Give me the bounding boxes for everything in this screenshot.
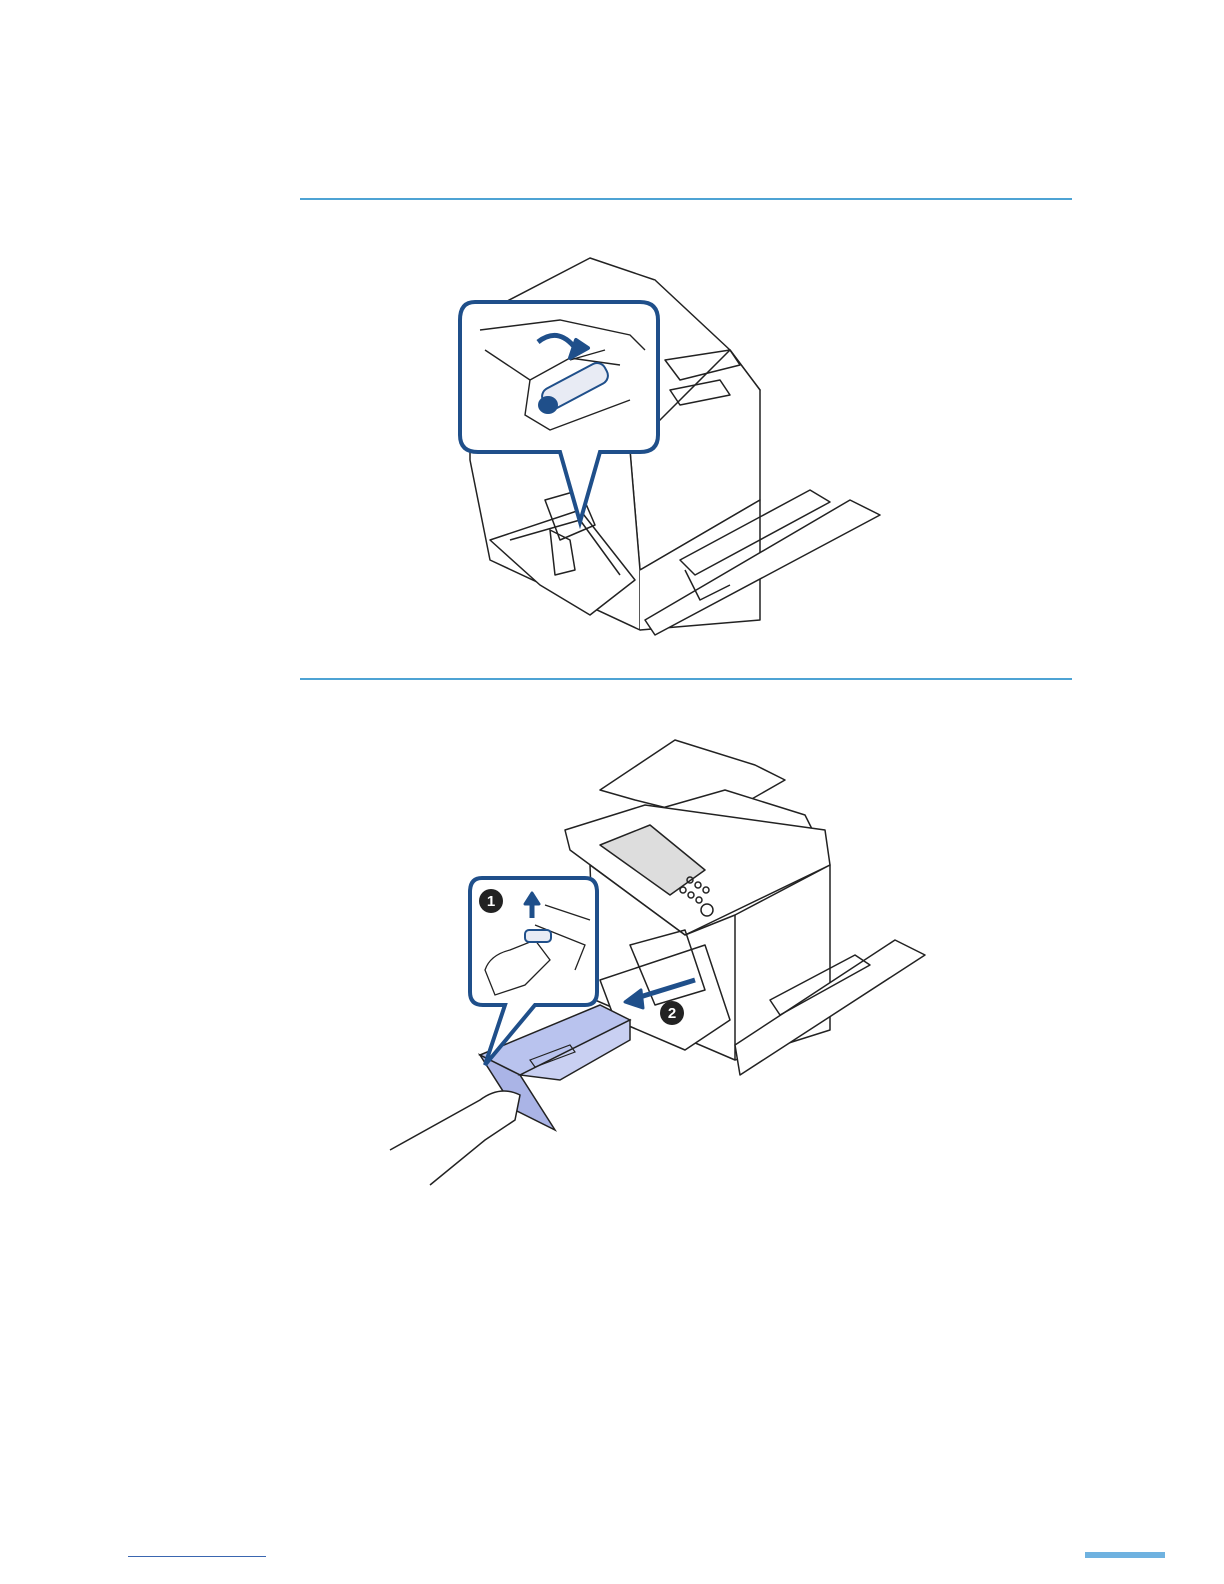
svg-text:1: 1 (487, 893, 495, 910)
hand-line (390, 1091, 520, 1185)
svg-text:2: 2 (668, 1005, 676, 1022)
printer-lever-illustration (430, 240, 900, 650)
step-1-badge: 1 (479, 889, 503, 913)
section-divider-top (300, 198, 1072, 200)
cartridge-removal-illustration: 2 1 (385, 730, 945, 1190)
footer-rule (128, 1556, 266, 1557)
step-2-badge: 2 (660, 1001, 684, 1025)
page-number-bar (1085, 1552, 1165, 1558)
section-divider-middle (300, 678, 1072, 680)
